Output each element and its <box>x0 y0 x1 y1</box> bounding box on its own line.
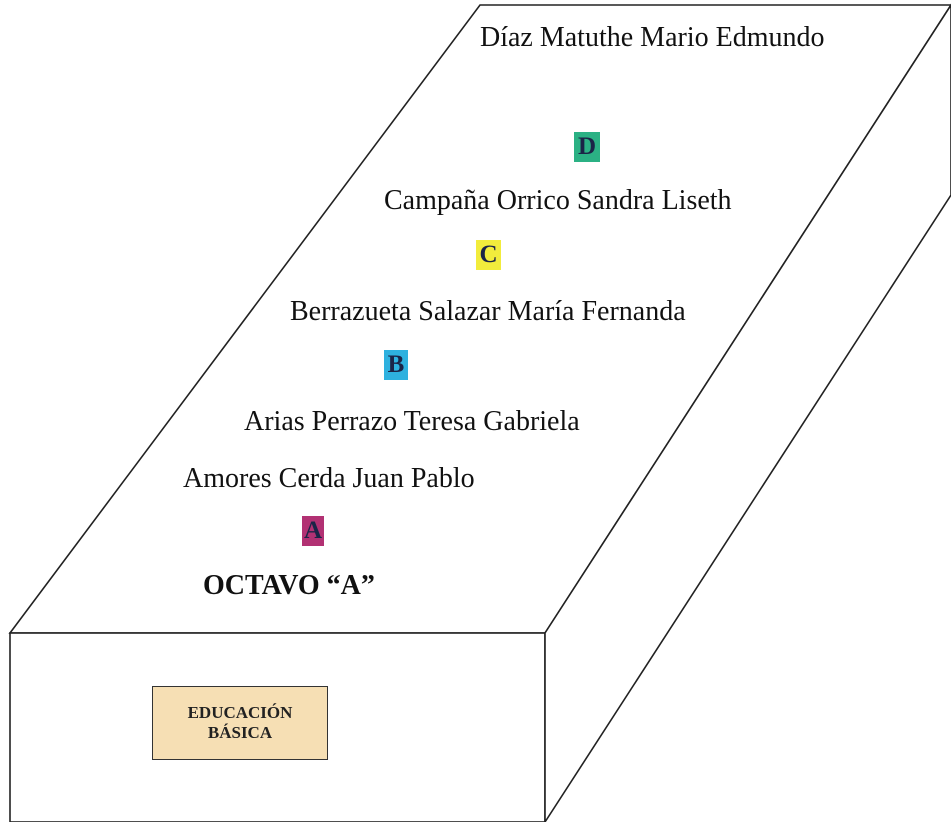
section-c-badge: C <box>476 240 501 270</box>
section-d-badge: D <box>574 132 600 162</box>
section-a-badge: A <box>302 516 324 546</box>
name-top: Díaz Matuthe Mario Edmundo <box>480 22 825 53</box>
education-level-line-2: BÁSICA <box>207 723 273 742</box>
box-side-face <box>544 3 951 822</box>
name-c: Berrazueta Salazar María Fernanda <box>290 296 686 327</box>
section-b-badge: B <box>384 350 408 380</box>
name-b: Arias Perrazo Teresa Gabriela <box>244 406 580 437</box>
course-title: OCTAVO “A” <box>203 570 375 601</box>
name-a: Amores Cerda Juan Pablo <box>183 463 475 494</box>
name-d: Campaña Orrico Sandra Liseth <box>384 185 732 216</box>
education-level-label: EDUCACIÓN BÁSICA <box>152 686 328 760</box>
education-level-line-1: EDUCACIÓN <box>187 703 293 723</box>
